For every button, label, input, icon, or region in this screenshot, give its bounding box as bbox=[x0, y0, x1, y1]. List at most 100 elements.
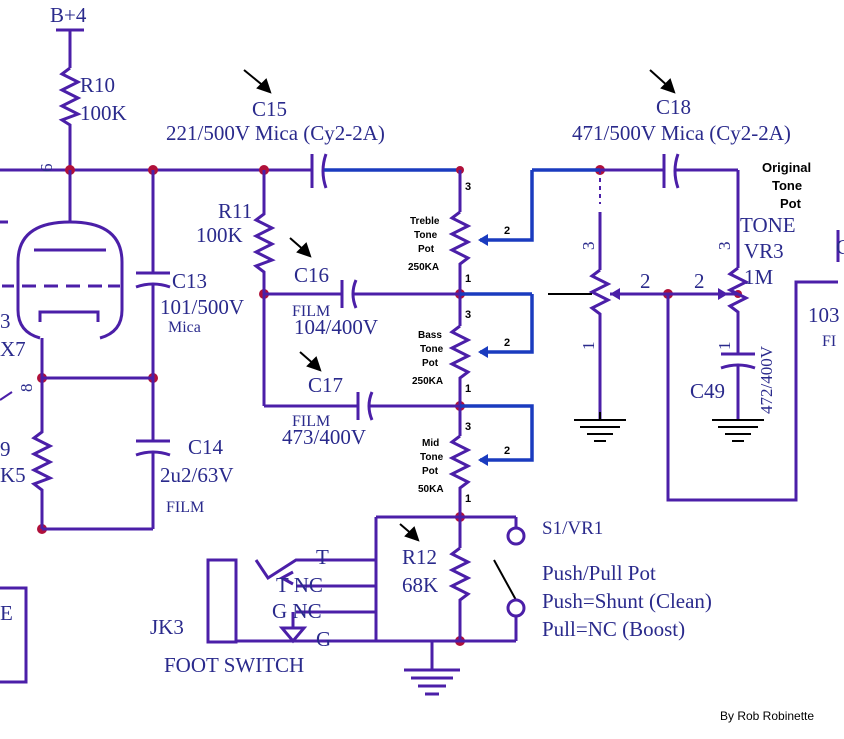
label-c14-type: FILM bbox=[166, 499, 204, 516]
label-bass-2: Tone bbox=[420, 344, 444, 355]
bass-pot bbox=[448, 292, 534, 406]
label-mid-4: 50KA bbox=[418, 484, 444, 495]
label-c18-value: 471/500V Mica (Cy2-2A) bbox=[572, 121, 791, 145]
capacitor-c14 bbox=[135, 378, 171, 529]
label-r12-value: 68K bbox=[402, 573, 438, 597]
treble-pin-1: 1 bbox=[465, 273, 471, 285]
bass-pin-3: 3 bbox=[465, 309, 471, 321]
capacitor-c15 bbox=[310, 153, 328, 189]
vacuum-tube bbox=[0, 170, 124, 401]
label-r11-value: 100K bbox=[196, 223, 243, 247]
capacitor-c13 bbox=[135, 170, 171, 378]
label-r10: R10 bbox=[80, 73, 115, 97]
label-c17-value: 473/400V bbox=[282, 425, 366, 449]
treble-pin-3: 3 bbox=[465, 181, 471, 193]
label-r12: R12 bbox=[402, 545, 437, 569]
treble-pin-2: 2 bbox=[504, 225, 510, 237]
label-vr3: VR3 bbox=[744, 239, 784, 263]
ground-symbol-2 bbox=[712, 419, 764, 442]
bass-pin-1: 1 bbox=[465, 383, 471, 395]
label-next-cap-type-partial: FI bbox=[822, 333, 836, 350]
resistor-r10 bbox=[58, 66, 82, 170]
label-foot-switch: FOOT SWITCH bbox=[164, 653, 304, 677]
orig-pot-pin-2: 2 bbox=[640, 269, 651, 293]
label-r9-value-partial: K5 bbox=[0, 463, 26, 487]
capacitor-c18 bbox=[662, 153, 738, 189]
orig-pot-pin-3: 3 bbox=[579, 242, 598, 251]
vr3-pin-1: 1 bbox=[715, 342, 734, 351]
credit-text: By Rob Robinette bbox=[720, 709, 814, 723]
orig-pot-pin-1: 1 bbox=[579, 342, 598, 351]
capacitor-c16 bbox=[264, 279, 460, 309]
label-original-3: Pot bbox=[780, 196, 802, 211]
label-s1-vr1: S1/VR1 bbox=[542, 518, 603, 539]
mid-pin-3: 3 bbox=[465, 421, 471, 433]
label-c15: C15 bbox=[252, 97, 287, 121]
label-c14-value: 2u2/63V bbox=[160, 463, 234, 487]
label-treble-4: 250KA bbox=[408, 262, 439, 273]
label-c16-type: FILM bbox=[292, 303, 330, 320]
label-jack-t-top: T bbox=[316, 545, 329, 569]
ground-symbol-1 bbox=[574, 412, 626, 442]
tone-pot-vr3 bbox=[718, 170, 750, 354]
label-jk3: JK3 bbox=[150, 615, 184, 639]
label-c49: C49 bbox=[690, 379, 725, 403]
ground-symbol-3 bbox=[404, 668, 460, 696]
push-pull-switch bbox=[493, 517, 526, 641]
label-original-2: Tone bbox=[772, 178, 802, 193]
label-push-shunt: Push=Shunt (Clean) bbox=[542, 589, 712, 613]
label-c14: C14 bbox=[188, 435, 224, 459]
label-bplus: B+4 bbox=[50, 3, 87, 27]
tone-output-wire bbox=[666, 280, 838, 502]
label-tube-type: X7 bbox=[0, 337, 26, 361]
label-c49-value: 472/400V bbox=[757, 345, 776, 414]
label-original-1: Original bbox=[762, 160, 811, 175]
label-treble-1: Treble bbox=[410, 216, 440, 227]
treble-pot bbox=[448, 170, 534, 294]
label-next-cap-value-partial: 103 bbox=[808, 303, 840, 327]
label-treble-3: Pot bbox=[418, 244, 435, 255]
label-c17: C17 bbox=[308, 373, 343, 397]
label-mid-3: Pot bbox=[422, 466, 439, 477]
label-r9-partial: 9 bbox=[0, 437, 11, 461]
b-plus-supply bbox=[56, 28, 84, 68]
label-treble-2: Tone bbox=[414, 230, 438, 241]
label-jack-g: G bbox=[316, 627, 331, 651]
label-pull-nc: Pull=NC (Boost) bbox=[542, 617, 685, 641]
resistor-r9 bbox=[30, 378, 54, 529]
capacitor-c17 bbox=[264, 391, 460, 421]
label-bass-1: Bass bbox=[418, 330, 442, 341]
original-tone-pot bbox=[548, 212, 738, 420]
label-c18: C18 bbox=[656, 95, 691, 119]
resistor-r12 bbox=[448, 546, 472, 641]
label-pin-8: 8 bbox=[17, 384, 36, 393]
mid-pin-2: 2 bbox=[504, 445, 510, 457]
label-pin-6: 6 bbox=[37, 164, 56, 173]
label-push-pull: Push/Pull Pot bbox=[542, 561, 656, 585]
label-r10-value: 100K bbox=[80, 101, 127, 125]
resistor-r11 bbox=[252, 170, 276, 294]
capacitor-c49 bbox=[720, 352, 756, 420]
label-mid-1: Mid bbox=[422, 438, 439, 449]
label-vr3-value: 1M bbox=[744, 265, 774, 289]
label-left-box-partial: E bbox=[0, 601, 13, 625]
label-tone: TONE bbox=[740, 213, 796, 237]
label-jack-t-nc: T NC bbox=[276, 573, 323, 597]
bass-pin-2: 2 bbox=[504, 337, 510, 349]
label-mid-2: Tone bbox=[420, 452, 444, 463]
label-jack-g-nc: G NC bbox=[272, 599, 322, 623]
label-c13-type: Mica bbox=[168, 319, 201, 336]
label-c15-value: 221/500V Mica (Cy2-2A) bbox=[166, 121, 385, 145]
annotation-arrows bbox=[243, 69, 676, 542]
label-tube-3: 3 bbox=[0, 309, 11, 333]
label-c17-type: FILM bbox=[292, 413, 330, 430]
label-c16-value: 104/400V bbox=[294, 315, 378, 339]
left-box-edge bbox=[0, 586, 28, 684]
label-bass-3: Pot bbox=[422, 358, 439, 369]
mid-pin-1: 1 bbox=[465, 493, 471, 505]
footswitch-jack-jk3 bbox=[206, 558, 376, 644]
label-c16: C16 bbox=[294, 263, 329, 287]
vr3-pin-3: 3 bbox=[715, 242, 734, 251]
